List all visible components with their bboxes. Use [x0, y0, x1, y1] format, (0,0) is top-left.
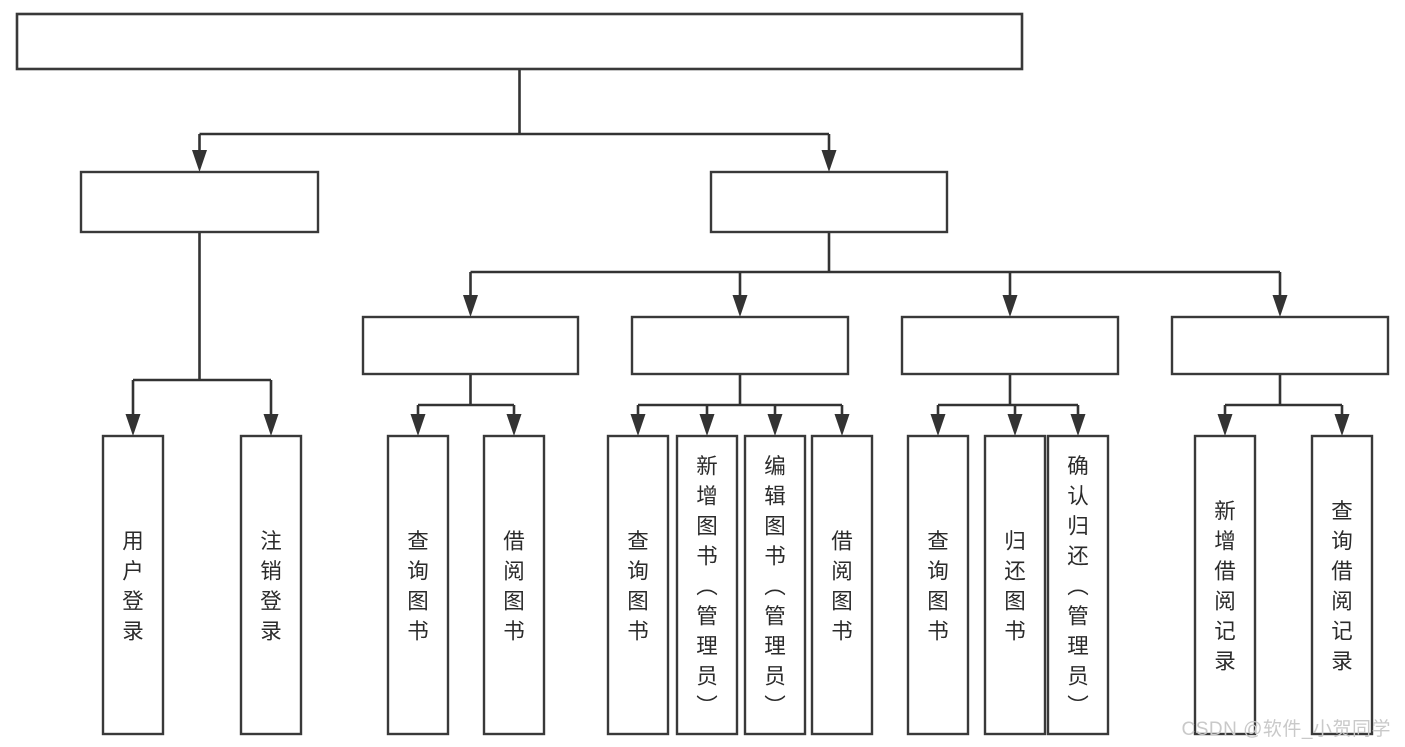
leaf-new-book-0-label: 查询图书 — [407, 529, 429, 643]
node-book-management-rect — [709, 170, 949, 234]
borrow-to-leaves-arrowhead-2 — [767, 414, 783, 436]
leaf-book-borrow-0-label: 查询图书 — [627, 529, 649, 643]
leaf-book-borrow-3-rect — [810, 434, 874, 736]
leaf-current-borrow-2[interactable]: 确认归还︵管理员︶ — [1046, 434, 1110, 736]
node-borrow-record[interactable] — [1170, 315, 1390, 376]
leaf-book-borrow-2-rect — [743, 434, 807, 736]
node-new-book-recommend-rect — [361, 315, 580, 376]
leaf-book-borrow-3-label: 借阅图书 — [831, 529, 853, 643]
leaf-book-borrow-1-label: 新增图书︵管理员︶ — [696, 454, 718, 718]
cur-to-leaves-arrowhead-0 — [930, 414, 946, 436]
leaf-new-book-0[interactable]: 查询图书 — [386, 434, 450, 736]
record-to-leaves-arrowhead-1 — [1334, 414, 1350, 436]
leaf-borrow-record-1-rect — [1310, 434, 1374, 736]
leaf-book-borrow-1[interactable]: 新增图书︵管理员︶ — [675, 434, 739, 736]
leaf-book-borrow-1-rect — [675, 434, 739, 736]
node-borrow-record-rect — [1170, 315, 1390, 376]
borrow-to-leaves-arrowhead-1 — [699, 414, 715, 436]
cur-to-leaves-arrowhead-1 — [1007, 414, 1023, 436]
node-root-system-rect — [15, 12, 1024, 71]
leaf-borrow-record-0-rect — [1193, 434, 1257, 736]
node-new-book-recommend[interactable] — [361, 315, 580, 376]
leaf-borrow-record-0-label: 新增借阅记录 — [1214, 499, 1236, 673]
book-to-l3-arrowhead-0 — [463, 295, 478, 317]
leaf-current-borrow-1-label: 归还图书 — [1004, 529, 1026, 643]
node-root-system[interactable] — [15, 12, 1024, 71]
leaf-current-borrow-0-rect — [906, 434, 970, 736]
leaf-new-book-1[interactable]: 借阅图书 — [482, 434, 546, 736]
leaf-book-borrow-2-label: 编辑图书︵管理员︶ — [764, 454, 786, 718]
leaf-user-login-1[interactable]: 注销登录 — [239, 434, 303, 736]
leaf-book-borrow-3[interactable]: 借阅图书 — [810, 434, 874, 736]
csdn-watermark: CSDN @软件_小贺同学 — [1181, 719, 1391, 740]
node-user-login[interactable] — [79, 170, 320, 234]
leaf-new-book-1-rect — [482, 434, 546, 736]
leaf-new-book-1-label: 借阅图书 — [503, 529, 525, 643]
leaf-current-borrow-0-label: 查询图书 — [927, 529, 949, 643]
leaf-user-login-0-rect — [101, 434, 165, 736]
node-user-login-rect — [79, 170, 320, 234]
root-to-l2-arrowhead-1 — [821, 150, 837, 172]
node-current-borrow[interactable] — [900, 315, 1120, 376]
node-current-borrow-rect — [900, 315, 1120, 376]
node-book-management[interactable] — [709, 170, 949, 234]
leaf-new-book-0-rect — [386, 434, 450, 736]
record-to-leaves-arrowhead-0 — [1217, 414, 1233, 436]
leaf-current-borrow-1-rect — [983, 434, 1047, 736]
user-to-leaves-arrowhead-1 — [263, 414, 279, 436]
connector-layer — [125, 69, 1350, 436]
leaf-user-login-1-rect — [239, 434, 303, 736]
leaf-book-borrow-2[interactable]: 编辑图书︵管理员︶ — [743, 434, 807, 736]
leaf-user-login-1-label: 注销登录 — [260, 529, 282, 643]
book-to-l3-arrowhead-3 — [1272, 295, 1288, 317]
leaf-user-login-0-label: 用户登录 — [122, 529, 144, 643]
book-to-l3-arrowhead-2 — [1002, 295, 1018, 317]
leaf-book-borrow-0[interactable]: 查询图书 — [606, 434, 670, 736]
root-to-l2-arrowhead-0 — [192, 150, 207, 172]
node-layer: 用户登录 注销登录 查询图书 借阅图书 查询图书 新增图书︵管理员︶ 编辑图书︵管理员︶ 借阅… — [15, 12, 1390, 736]
rec-to-leaves-arrowhead-0 — [410, 414, 426, 436]
borrow-to-leaves-arrowhead-3 — [834, 414, 850, 436]
cur-to-leaves-arrowhead-2 — [1070, 414, 1086, 436]
leaf-user-login-0[interactable]: 用户登录 — [101, 434, 165, 736]
user-to-leaves-arrowhead-0 — [125, 414, 141, 436]
node-book-borrow[interactable] — [630, 315, 850, 376]
leaf-borrow-record-1[interactable]: 查询借阅记录 — [1310, 434, 1374, 736]
leaf-current-borrow-0[interactable]: 查询图书 — [906, 434, 970, 736]
leaf-book-borrow-0-rect — [606, 434, 670, 736]
book-to-l3-arrowhead-1 — [732, 295, 748, 317]
leaf-current-borrow-1[interactable]: 归还图书 — [983, 434, 1047, 736]
node-book-borrow-rect — [630, 315, 850, 376]
leaf-current-borrow-2-rect — [1046, 434, 1110, 736]
leaf-current-borrow-2-label: 确认归还︵管理员︶ — [1067, 454, 1089, 718]
rec-to-leaves-arrowhead-1 — [506, 414, 522, 436]
leaf-borrow-record-1-label: 查询借阅记录 — [1331, 499, 1353, 673]
leaf-borrow-record-0[interactable]: 新增借阅记录 — [1193, 434, 1257, 736]
borrow-to-leaves-arrowhead-0 — [630, 414, 646, 436]
